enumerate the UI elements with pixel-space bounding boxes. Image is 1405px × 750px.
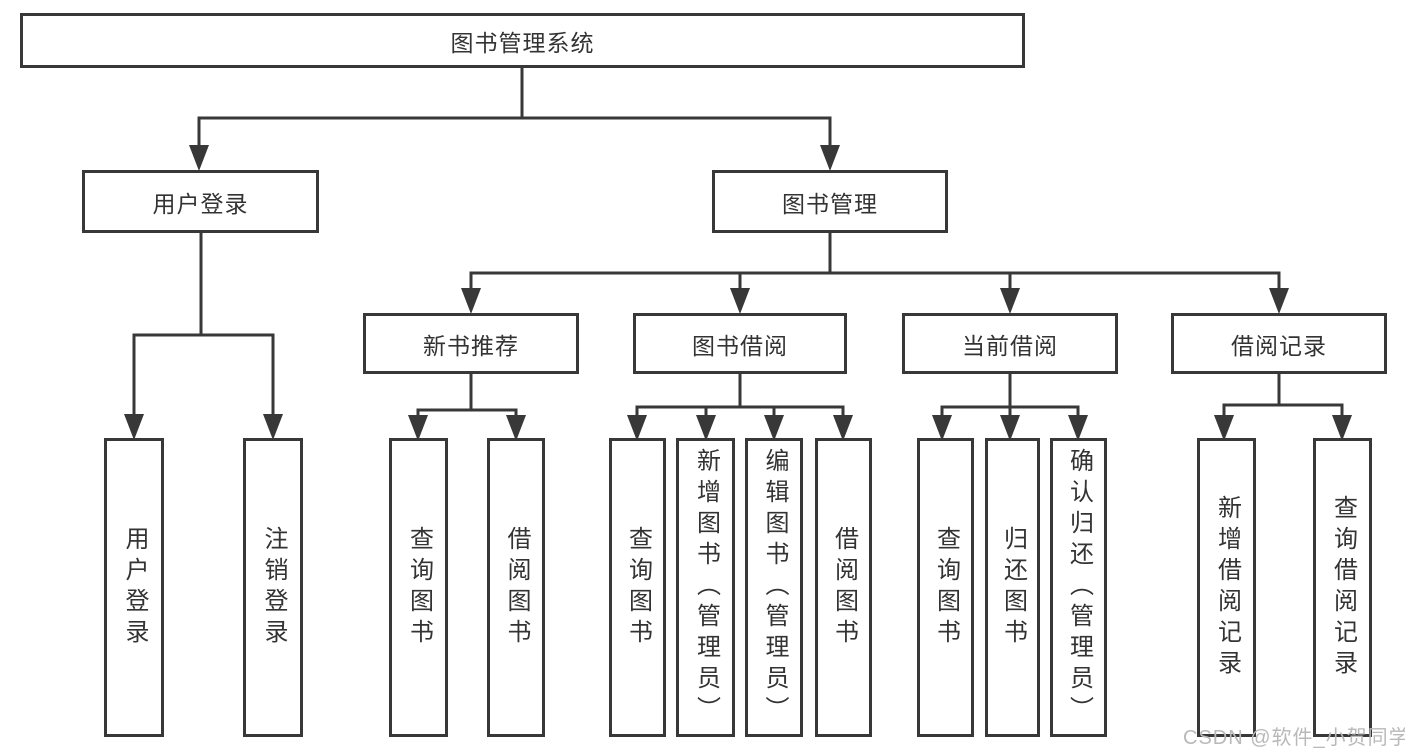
arrowhead-icon (932, 415, 952, 441)
arrowhead-icon (1000, 415, 1020, 441)
node-leaf-return-book: 归还图书 (985, 438, 1040, 737)
arrowhead-icon (263, 414, 283, 440)
node-label-root: 图书管理系统 (450, 29, 595, 56)
arrowhead-icon (1269, 288, 1289, 314)
node-label-leaf-add-book-admin: 新增图书（管理员） (692, 448, 720, 727)
node-label-leaf-borrow-books-recommend: 借阅图书 (503, 525, 530, 650)
node-label-leaf-query-books-borrow: 查询图书 (624, 525, 652, 650)
arrowhead-icon (124, 414, 144, 440)
node-new-book-recommend: 新书推荐 (363, 313, 579, 374)
node-book-borrow: 图书借阅 (633, 313, 847, 374)
arrowhead-icon (627, 415, 647, 441)
node-current-borrow: 当前借阅 (902, 313, 1118, 374)
node-label-current-borrow: 当前借阅 (962, 332, 1058, 359)
arrowhead-icon (833, 415, 853, 441)
arrowhead-icon (820, 145, 840, 171)
node-leaf-add-book-admin: 新增图书（管理员） (676, 438, 735, 737)
node-label-leaf-borrow-books-borrow: 借阅图书 (830, 525, 858, 650)
node-label-leaf-query-borrow-record: 查询借阅记录 (1329, 494, 1357, 681)
arrowhead-icon (189, 145, 209, 171)
arrowhead-icon (506, 415, 526, 441)
arrowhead-icon (696, 415, 716, 441)
node-label-new-book-recommend: 新书推荐 (423, 332, 519, 359)
node-leaf-confirm-return-admin: 确认归还（管理员） (1050, 438, 1107, 737)
node-label-leaf-user-login: 用户登录 (121, 525, 148, 650)
arrowhead-icon (408, 415, 428, 441)
arrowhead-icon (1000, 288, 1020, 314)
arrowhead-icon (1332, 415, 1352, 441)
node-leaf-borrow-books-recommend: 借阅图书 (487, 438, 545, 737)
node-leaf-query-borrow-record: 查询借阅记录 (1313, 438, 1372, 737)
node-leaf-user-login: 用户登录 (104, 438, 164, 737)
node-root: 图书管理系统 (20, 13, 1025, 68)
node-label-leaf-query-books-current: 查询图书 (932, 525, 960, 650)
arrowhead-icon (764, 415, 784, 441)
node-label-user-login-group: 用户登录 (152, 190, 249, 217)
node-label-leaf-return-book: 归还图书 (999, 525, 1027, 650)
node-label-leaf-add-borrow-record: 新增借阅记录 (1213, 494, 1241, 681)
node-leaf-logout: 注销登录 (243, 438, 303, 737)
node-user-login-group: 用户登录 (82, 170, 319, 233)
arrowhead-icon (461, 288, 481, 314)
node-label-book-borrow: 图书借阅 (692, 332, 788, 359)
node-label-leaf-query-books-recommend: 查询图书 (405, 525, 433, 650)
node-label-leaf-edit-book-admin: 编辑图书（管理员） (761, 448, 788, 727)
node-leaf-borrow-books-borrow: 借阅图书 (815, 438, 872, 737)
node-label-leaf-confirm-return-admin: 确认归还（管理员） (1065, 448, 1093, 727)
node-label-leaf-logout: 注销登录 (260, 525, 287, 650)
arrowhead-icon (1068, 415, 1088, 441)
arrowhead-icon (730, 288, 750, 314)
node-label-borrow-records: 借阅记录 (1231, 332, 1327, 359)
node-leaf-query-books-borrow: 查询图书 (609, 438, 666, 737)
node-leaf-query-books-recommend: 查询图书 (389, 438, 448, 737)
node-leaf-add-borrow-record: 新增借阅记录 (1197, 438, 1256, 737)
node-leaf-edit-book-admin: 编辑图书（管理员） (745, 438, 803, 737)
node-label-book-management: 图书管理 (782, 190, 878, 217)
arrowhead-icon (1214, 415, 1234, 441)
node-borrow-records: 借阅记录 (1171, 313, 1387, 374)
node-leaf-query-books-current: 查询图书 (917, 438, 974, 737)
watermark: CSDN @软件_小贺同学 (1183, 727, 1405, 749)
node-book-management: 图书管理 (712, 170, 948, 233)
